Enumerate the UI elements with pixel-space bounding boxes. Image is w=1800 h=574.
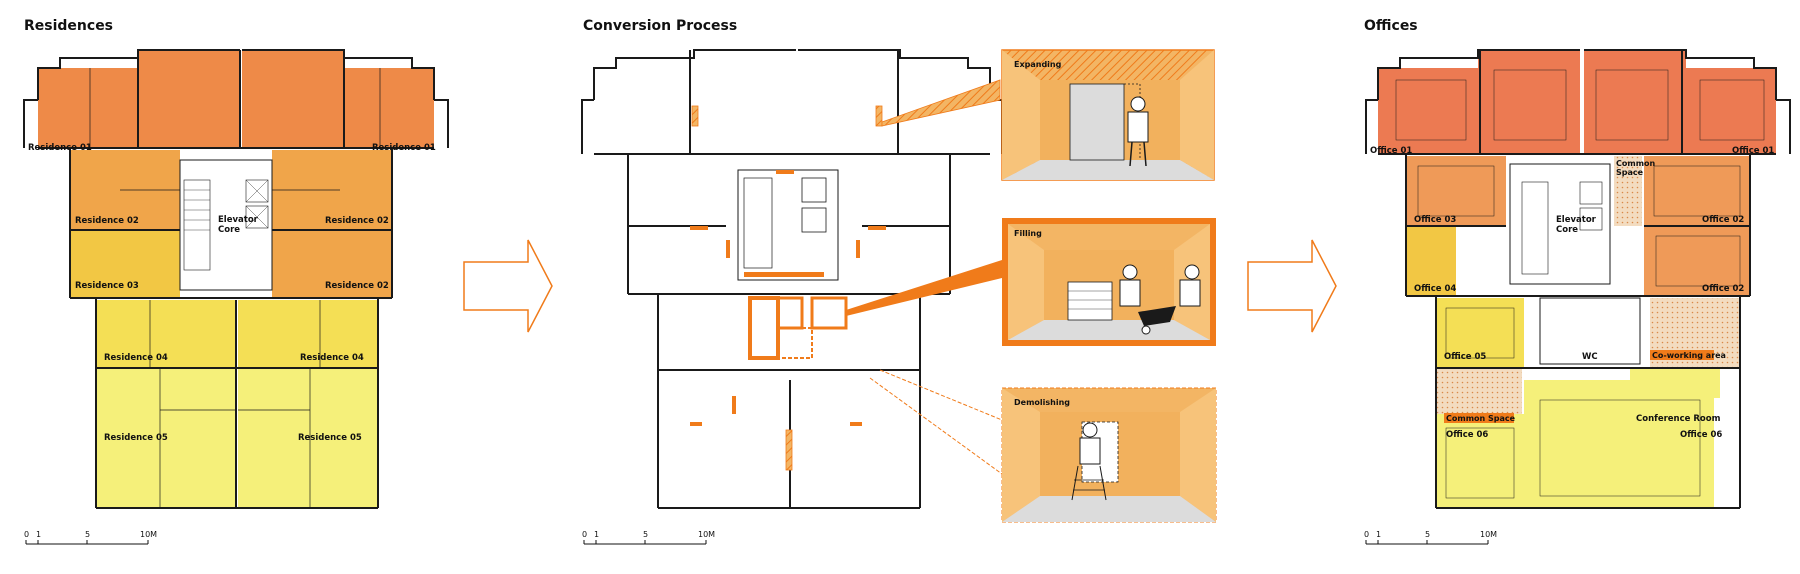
filling-label: Filling bbox=[1014, 229, 1042, 238]
scale-1: 1 bbox=[36, 530, 41, 539]
filling-callout: Filling bbox=[1002, 218, 1216, 346]
res-04-right-label: Residence 04 bbox=[300, 353, 364, 363]
office-core-label-2: Core bbox=[1556, 225, 1578, 235]
res-01-left-zone-b bbox=[138, 50, 240, 148]
coworking-label: Co-working area bbox=[1652, 351, 1726, 360]
offices-plan: Office 01 Office 01 Common Space Office … bbox=[1365, 49, 1791, 509]
scale-1: 1 bbox=[1376, 530, 1381, 539]
common-space-label: Common Space bbox=[1446, 414, 1516, 423]
arrow-right-icon bbox=[463, 239, 553, 333]
scale-5: 5 bbox=[643, 530, 648, 539]
scale-0: 0 bbox=[582, 530, 587, 539]
res-02b-label: Residence 02 bbox=[325, 281, 389, 291]
common-space-top-label-1: Common bbox=[1616, 159, 1656, 168]
office-03-label: Office 03 bbox=[1414, 215, 1456, 225]
demolishing-callout: Demolishing bbox=[1001, 387, 1217, 523]
scale-10: 10M bbox=[140, 530, 157, 539]
conference-room-label: Conference Room bbox=[1636, 414, 1721, 424]
office-01-right-label: Office 01 bbox=[1732, 146, 1774, 156]
res-04-left-zone bbox=[96, 300, 236, 368]
office-04-label: Office 04 bbox=[1414, 284, 1456, 294]
res-05-right-zone bbox=[238, 368, 378, 508]
res-02-right-label: Residence 02 bbox=[325, 216, 389, 226]
expanding-label: Expanding bbox=[1014, 60, 1062, 69]
res-02b-zone bbox=[272, 230, 392, 298]
res-03-zone bbox=[70, 230, 180, 298]
offices-title: Offices bbox=[1364, 18, 1418, 34]
office-06-left-label: Office 06 bbox=[1446, 430, 1488, 440]
scale-5: 5 bbox=[85, 530, 90, 539]
res-04-right-zone bbox=[238, 300, 378, 368]
office-02-top-label: Office 02 bbox=[1702, 215, 1744, 225]
scale-1: 1 bbox=[594, 530, 599, 539]
res-01-left-label: Residence 01 bbox=[28, 143, 92, 153]
res-02-left-label: Residence 02 bbox=[75, 216, 139, 226]
wc-label: WC bbox=[1582, 352, 1598, 362]
res-05-right-label: Residence 05 bbox=[298, 433, 362, 443]
scale-0: 0 bbox=[1364, 530, 1369, 539]
res-core bbox=[179, 159, 273, 291]
res-05-left-label: Residence 05 bbox=[104, 433, 168, 443]
res-01-left-zone bbox=[38, 68, 138, 148]
callout-connectors bbox=[846, 79, 1003, 475]
residences-plan: Residence 01 Residence 01 Residence 02 R… bbox=[23, 49, 449, 509]
demolishing-label: Demolishing bbox=[1014, 398, 1070, 407]
office-core-label-1: Elevator bbox=[1556, 215, 1597, 225]
common-space-top-label-2: Space bbox=[1616, 168, 1644, 177]
office-06-right-label: Office 06 bbox=[1680, 430, 1722, 440]
res-core-label-1: Elevator bbox=[218, 215, 259, 225]
res-03-label: Residence 03 bbox=[75, 281, 139, 291]
res-01-right-label: Residence 01 bbox=[372, 143, 436, 153]
scale-bar-conversion: 0 1 5 10M bbox=[582, 530, 715, 545]
conversion-marks bbox=[690, 105, 886, 471]
scale-bar-residences: 0 1 5 10M bbox=[24, 530, 157, 545]
scale-0: 0 bbox=[24, 530, 29, 539]
res-04-left-label: Residence 04 bbox=[104, 353, 168, 363]
res-01-right-zone-b bbox=[242, 50, 344, 148]
office-02-bottom-label: Office 02 bbox=[1702, 284, 1744, 294]
res-05-left-zone bbox=[96, 368, 236, 508]
scale-10: 10M bbox=[1480, 530, 1497, 539]
office-01-left-label: Office 01 bbox=[1370, 146, 1412, 156]
res-01-right-zone bbox=[344, 68, 434, 148]
office-05-label: Office 05 bbox=[1444, 352, 1486, 362]
expanding-callout: Expanding bbox=[1001, 49, 1215, 181]
res-core-label-2: Core bbox=[218, 225, 240, 235]
scale-bar-offices: 0 1 5 10M bbox=[1364, 530, 1497, 545]
filling-highlight bbox=[748, 296, 848, 360]
residences-title: Residences bbox=[24, 18, 114, 34]
scale-10: 10M bbox=[698, 530, 715, 539]
conversion-title: Conversion Process bbox=[583, 18, 738, 34]
scale-5: 5 bbox=[1425, 530, 1430, 539]
arrow-right-icon bbox=[1247, 239, 1337, 333]
